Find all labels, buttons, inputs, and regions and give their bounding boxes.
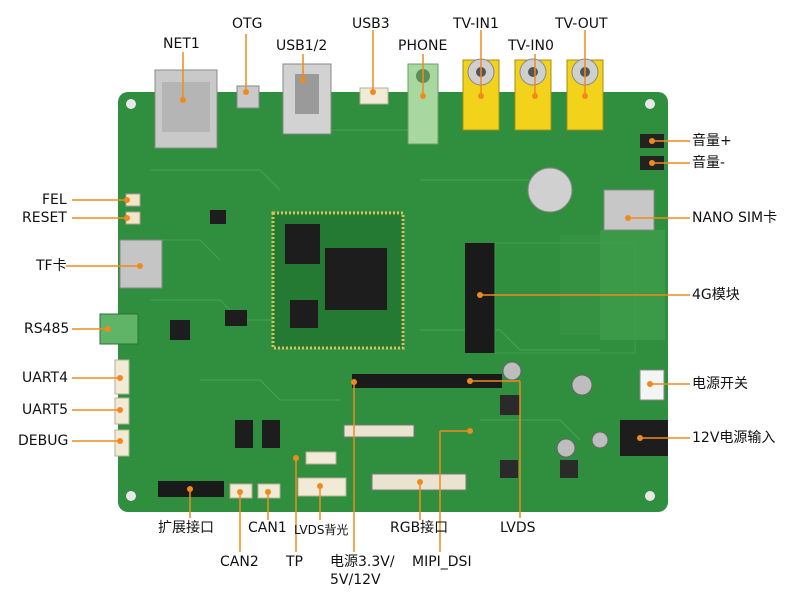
usb3-header (359, 87, 389, 105)
nano-sim-slot (603, 189, 655, 231)
mount-hole (126, 99, 136, 109)
label-can1: CAN1 (248, 520, 287, 536)
label-tf: TF卡 (36, 258, 67, 274)
inductor (560, 460, 578, 478)
capacitor (556, 438, 576, 458)
capacitor (502, 361, 522, 381)
capacitor (591, 431, 609, 449)
label-uart4: UART4 (22, 370, 68, 386)
label-mipi-dsi: MIPI_DSI (412, 554, 472, 570)
ic-chip (170, 320, 190, 340)
label-tv-in0: TV-IN0 (508, 38, 554, 54)
label-vol-up: 音量+ (692, 133, 732, 149)
tp-header (305, 451, 337, 465)
label-tv-out: TV-OUT (555, 16, 608, 32)
net1-connector-face (162, 82, 210, 132)
label-4g-module: 4G模块 (692, 287, 740, 303)
coin-battery (527, 167, 573, 213)
mount-hole (126, 491, 136, 501)
label-net1: NET1 (163, 36, 200, 52)
pcb-inner-panel (600, 230, 665, 340)
label-power-switch: 电源开关 (692, 376, 748, 392)
label-rs485: RS485 (24, 321, 70, 337)
pcb-right-panel (560, 235, 600, 335)
label-reset: RESET (22, 210, 67, 226)
mipi-dsi-connector (343, 424, 415, 438)
label-12v-input: 12V电源输入 (692, 430, 776, 446)
label-otg: OTG (232, 16, 263, 32)
ic-chip (235, 420, 253, 448)
label-power-rails-1: 电源3.3V/ (330, 554, 395, 570)
leader-dots (105, 77, 655, 495)
label-usb12: USB1/2 (276, 38, 328, 54)
label-debug: DEBUG (18, 433, 69, 449)
otg-connector (236, 85, 260, 109)
phone-jack (407, 63, 439, 145)
mount-hole (645, 99, 655, 109)
ic-chip (262, 420, 280, 448)
label-tp: TP (286, 554, 303, 570)
leader-lines (66, 30, 690, 552)
usb12-port (295, 74, 319, 114)
label-uart5: UART5 (22, 402, 68, 418)
label-usb3: USB3 (352, 16, 390, 32)
ic-chip (225, 310, 247, 326)
label-rgb: RGB接口 (390, 520, 449, 536)
label-lvds-backlight: LVDS背光 (294, 523, 349, 537)
core-cpu-chip (325, 248, 387, 310)
core-ram-chip (285, 224, 320, 264)
label-fel: FEL (42, 192, 67, 208)
label-lvds: LVDS (500, 520, 536, 536)
ic-chip (210, 210, 226, 224)
label-can2: CAN2 (220, 554, 259, 570)
label-phone: PHONE (398, 38, 448, 54)
label-expansion: 扩展接口 (158, 520, 214, 536)
core-pmic-chip (290, 300, 318, 328)
capacitor (571, 374, 593, 396)
lvds-header (352, 374, 502, 388)
inductor (500, 460, 518, 478)
label-power-rails-2: 5V/12V (330, 572, 381, 588)
inductor (500, 395, 520, 415)
mount-hole (645, 491, 655, 501)
label-nano-sim: NANO SIM卡 (692, 210, 778, 226)
label-tv-in1: TV-IN1 (453, 16, 499, 32)
module-4g-area (494, 242, 636, 354)
label-vol-down: 音量- (692, 155, 726, 171)
